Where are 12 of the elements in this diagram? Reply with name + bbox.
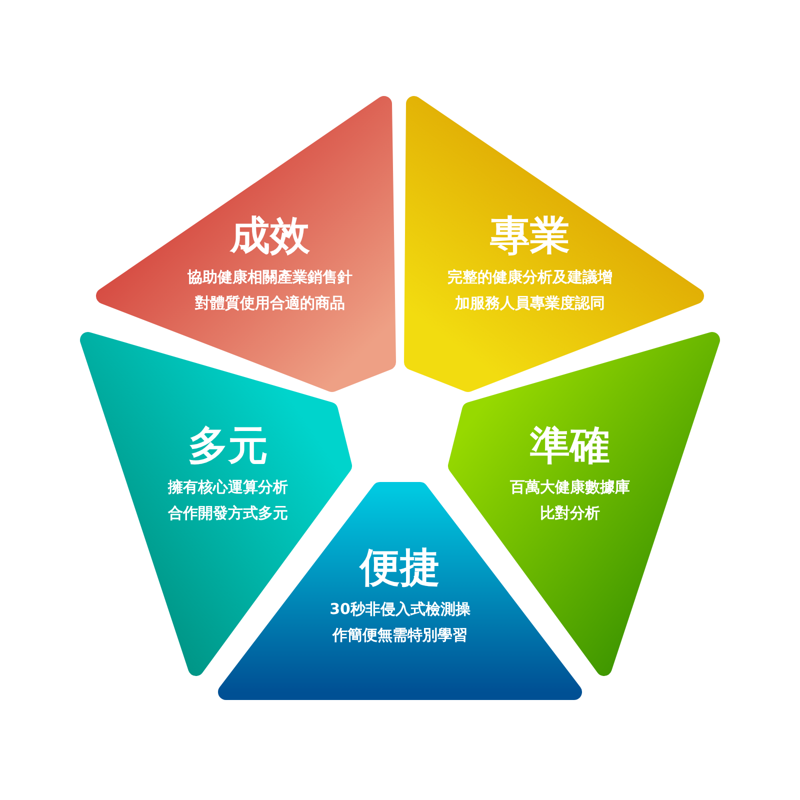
segment-description: 擁有核心運算分析合作開發方式多元 <box>168 477 288 524</box>
segment-description: 完整的健康分析及建議增加服務人員專業度認同 <box>448 267 612 314</box>
segment-description: 30秒非侵入式檢測操作簡便無需特別學習 <box>328 599 472 646</box>
segment-description: 百萬大健康數據庫比對分析 <box>510 477 630 524</box>
segment-heading: 便捷 <box>360 544 440 592</box>
segment-heading: 多元 <box>188 422 268 470</box>
segment-heading: 成效 <box>230 212 310 260</box>
segment-description: 協助健康相關產業銷售針對體質使用合適的商品 <box>188 267 352 314</box>
pentagon-segment <box>96 96 396 392</box>
segment-heading: 專業 <box>490 212 570 260</box>
pentagon-segment <box>404 96 704 392</box>
segment-heading: 準確 <box>530 422 610 470</box>
